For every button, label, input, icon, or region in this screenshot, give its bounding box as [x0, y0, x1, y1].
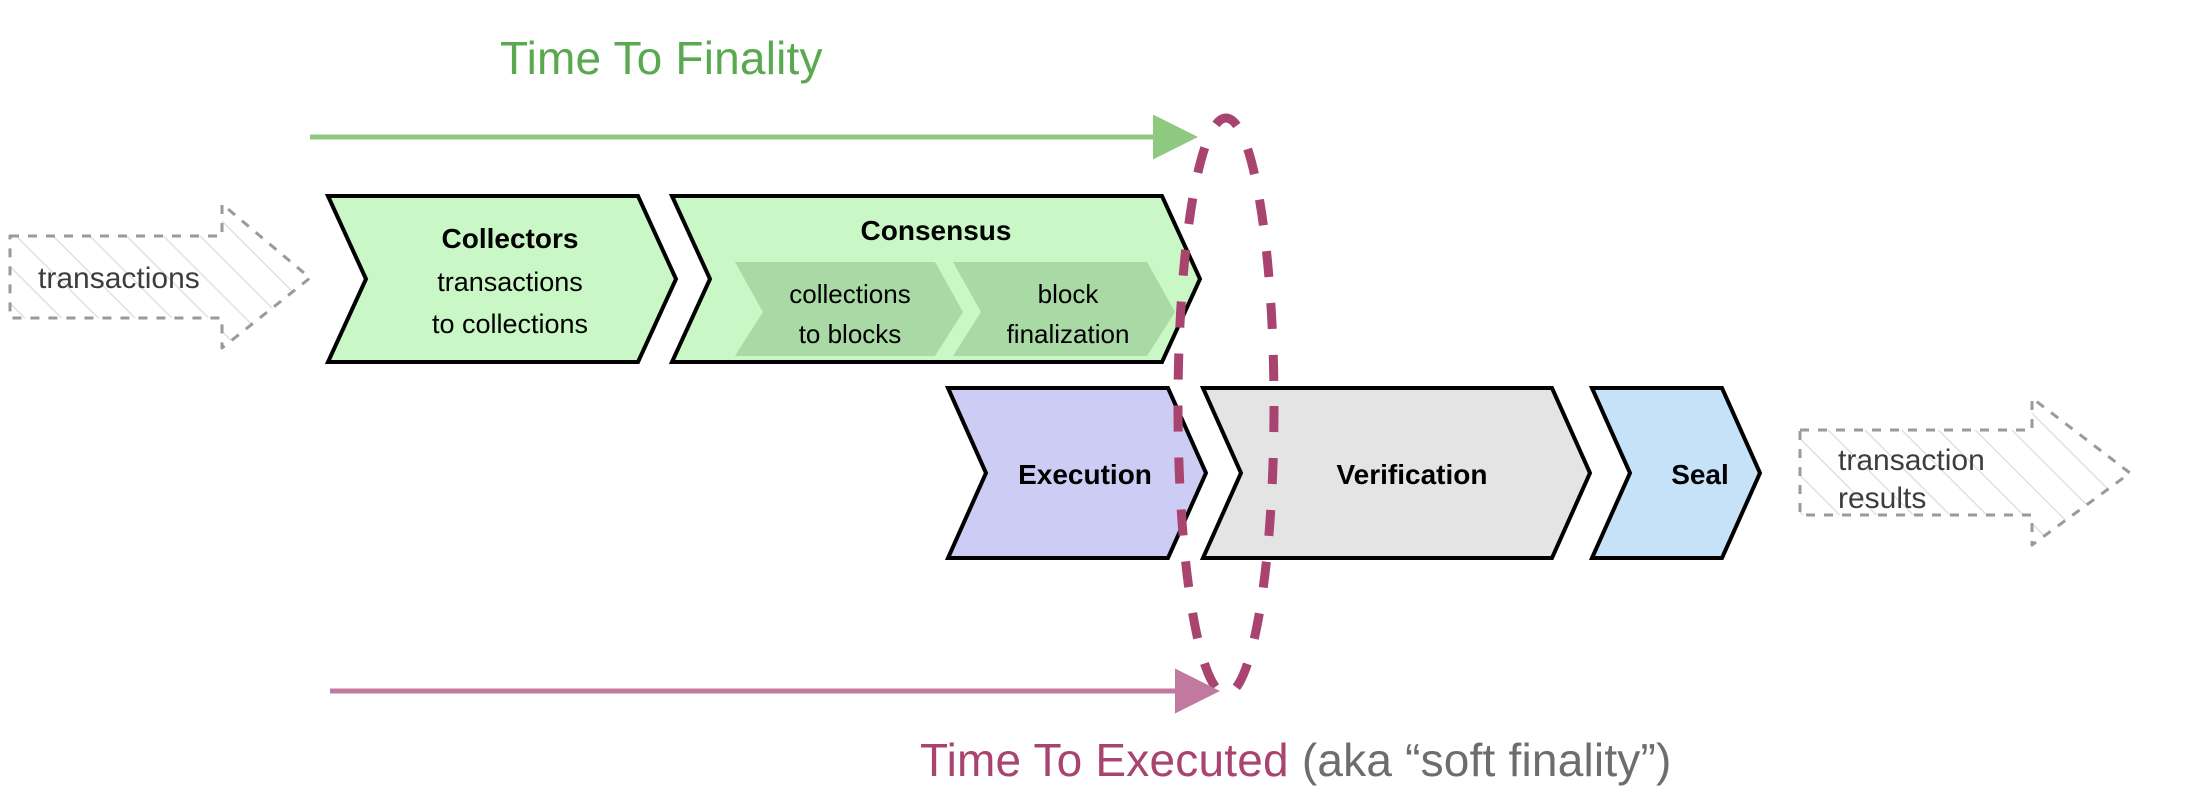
block-finalization-inner-chevron[interactable]: block finalization: [953, 262, 1175, 356]
consensus-title: Consensus: [861, 215, 1012, 246]
transaction-results-label-line1: transaction: [1838, 444, 1985, 477]
collectors-title: Collectors: [442, 223, 579, 254]
verification-title: Verification: [1337, 459, 1488, 490]
execution-chevron[interactable]: Execution: [944, 386, 1209, 560]
time-to-executed-title: Time To Executed (aka “soft finality”): [920, 734, 1672, 786]
time-to-executed-note: (aka “soft finality”): [1302, 734, 1672, 786]
transaction-results-label-line2: results: [1838, 482, 1926, 515]
time-to-finality-title: Time To Finality: [500, 32, 823, 84]
time-to-executed-main: Time To Executed: [920, 734, 1289, 786]
execution-title: Execution: [1018, 459, 1152, 490]
consensus-chevron[interactable]: Consensus collections to blocks block fi…: [668, 194, 1203, 364]
transaction-results-output-arrow: transaction results: [1798, 396, 2132, 547]
transactions-input-arrow: transactions: [8, 202, 312, 350]
collectors-subtitle-line2: to collections: [432, 309, 588, 339]
seal-title: Seal: [1671, 459, 1729, 490]
block-finalization-line1: block: [1038, 279, 1100, 309]
collectors-subtitle-line1: transactions: [437, 267, 583, 297]
verification-chevron[interactable]: Verification: [1199, 386, 1593, 560]
collections-to-blocks-line1: collections: [789, 279, 910, 309]
seal-chevron[interactable]: Seal: [1588, 386, 1763, 560]
transactions-input-label: transactions: [38, 262, 200, 295]
collectors-chevron[interactable]: Collectors transactions to collections: [324, 194, 679, 364]
collections-to-blocks-inner-chevron[interactable]: collections to blocks: [735, 262, 963, 356]
finality-point-ellipse: [1173, 113, 1279, 699]
block-finalization-line2: finalization: [1007, 319, 1130, 349]
collections-to-blocks-line2: to blocks: [799, 319, 902, 349]
